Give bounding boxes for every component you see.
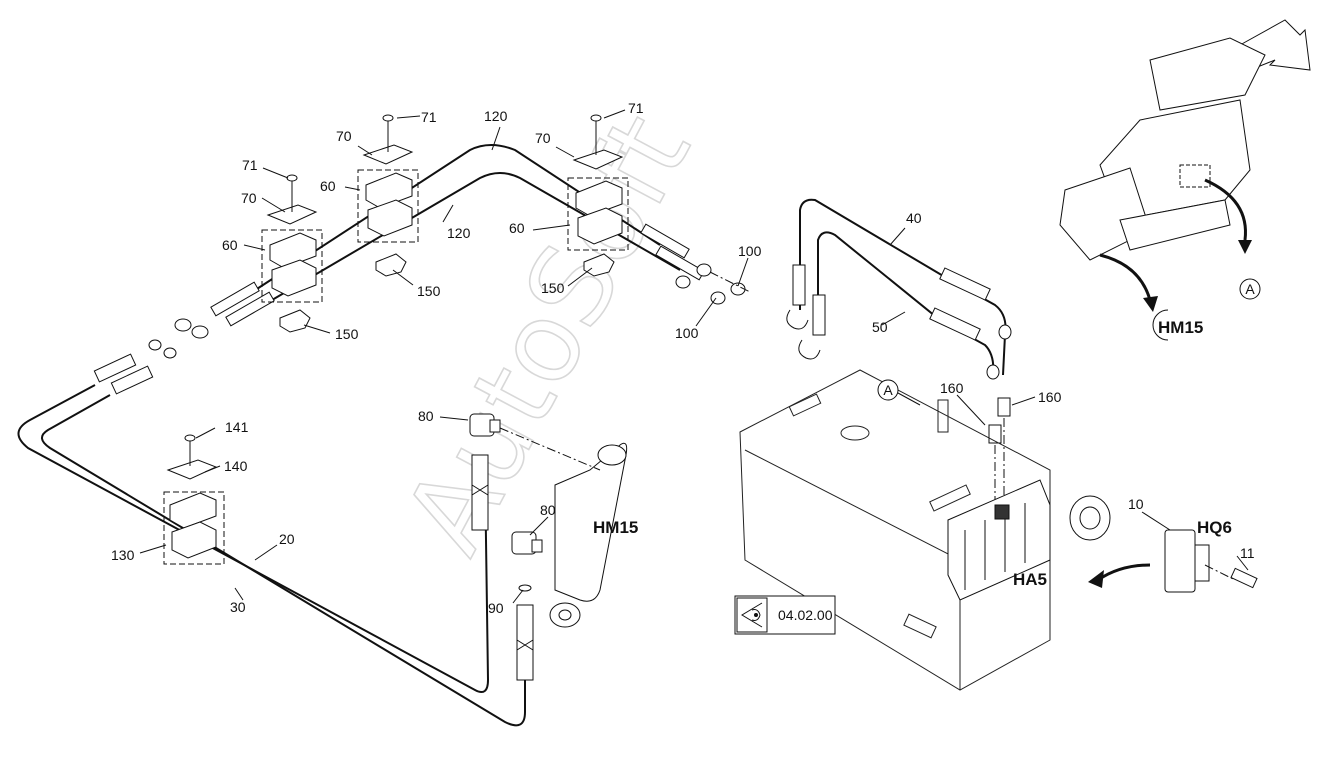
solenoid-valve-hq6 bbox=[1164, 529, 1258, 593]
callout-120: 120 bbox=[484, 108, 508, 124]
callout-11: 11 bbox=[1240, 545, 1255, 561]
callout-80: 80 bbox=[540, 502, 556, 518]
hydraulic-cylinder-hm15 bbox=[549, 442, 628, 628]
callout-60: 60 bbox=[320, 178, 336, 194]
callout-10: 10 bbox=[1128, 496, 1144, 512]
callout-150: 150 bbox=[541, 280, 565, 296]
reference-code: 04.02.00 bbox=[778, 607, 833, 623]
callout-60: 60 bbox=[509, 220, 525, 236]
curved-arrow-icon bbox=[1088, 570, 1104, 588]
hose-fittings-upper-right bbox=[640, 223, 751, 305]
callout-30: 30 bbox=[230, 599, 246, 615]
curved-arrow-icon bbox=[1097, 563, 1151, 582]
hose-fittings-left bbox=[93, 281, 275, 395]
clamp-assembly-center bbox=[357, 114, 419, 277]
machine-overview-inset bbox=[1059, 19, 1311, 312]
callout-70: 70 bbox=[241, 190, 257, 206]
control-valve-ha5 bbox=[947, 479, 1111, 601]
callout-71: 71 bbox=[421, 109, 437, 125]
callout-71: 71 bbox=[242, 157, 258, 173]
callout-70: 70 bbox=[336, 128, 352, 144]
clamp-assembly-right bbox=[567, 114, 629, 277]
callout-150: 150 bbox=[335, 326, 359, 342]
eye-icon bbox=[741, 602, 763, 628]
callout-60: 60 bbox=[222, 237, 238, 253]
watermark: AutoSoft bbox=[380, 95, 715, 572]
callout-90: 90 bbox=[488, 600, 504, 616]
clamp-assembly-left bbox=[261, 174, 323, 333]
view-a-main-label: A bbox=[883, 382, 893, 398]
callout-50: 50 bbox=[872, 319, 888, 335]
fittings-80-90 bbox=[469, 413, 601, 681]
hm15-inset-label: HM15 bbox=[1158, 318, 1203, 337]
callout-100: 100 bbox=[738, 243, 762, 259]
callout-40: 40 bbox=[906, 210, 922, 226]
hose-40-50 bbox=[786, 198, 1012, 500]
view-a-inset-label: A bbox=[1245, 281, 1255, 297]
callout-120: 120 bbox=[447, 225, 471, 241]
callout-140: 140 bbox=[224, 458, 248, 474]
callout-70: 70 bbox=[535, 130, 551, 146]
callout-160: 160 bbox=[940, 380, 964, 396]
callout-20: 20 bbox=[279, 531, 295, 547]
reference-box[interactable]: 04.02.00 bbox=[734, 595, 836, 635]
callout-160: 160 bbox=[1038, 389, 1062, 405]
hose-loop bbox=[17, 144, 681, 727]
leader-lines bbox=[139, 109, 1249, 604]
callout-150: 150 bbox=[417, 283, 441, 299]
hm15-label: HM15 bbox=[593, 518, 638, 537]
callout-80: 80 bbox=[418, 408, 434, 424]
hq6-label: HQ6 bbox=[1197, 518, 1232, 537]
callout-141: 141 bbox=[225, 419, 249, 435]
callout-130: 130 bbox=[111, 547, 135, 563]
clamp-assembly-lower bbox=[163, 434, 225, 565]
callout-100: 100 bbox=[675, 325, 699, 341]
callout-71: 71 bbox=[628, 100, 644, 116]
ha5-label: HA5 bbox=[1013, 570, 1047, 589]
callout-numbers: 71 70 60 150 71 70 60 150 71 70 60 150 1… bbox=[111, 100, 1255, 616]
